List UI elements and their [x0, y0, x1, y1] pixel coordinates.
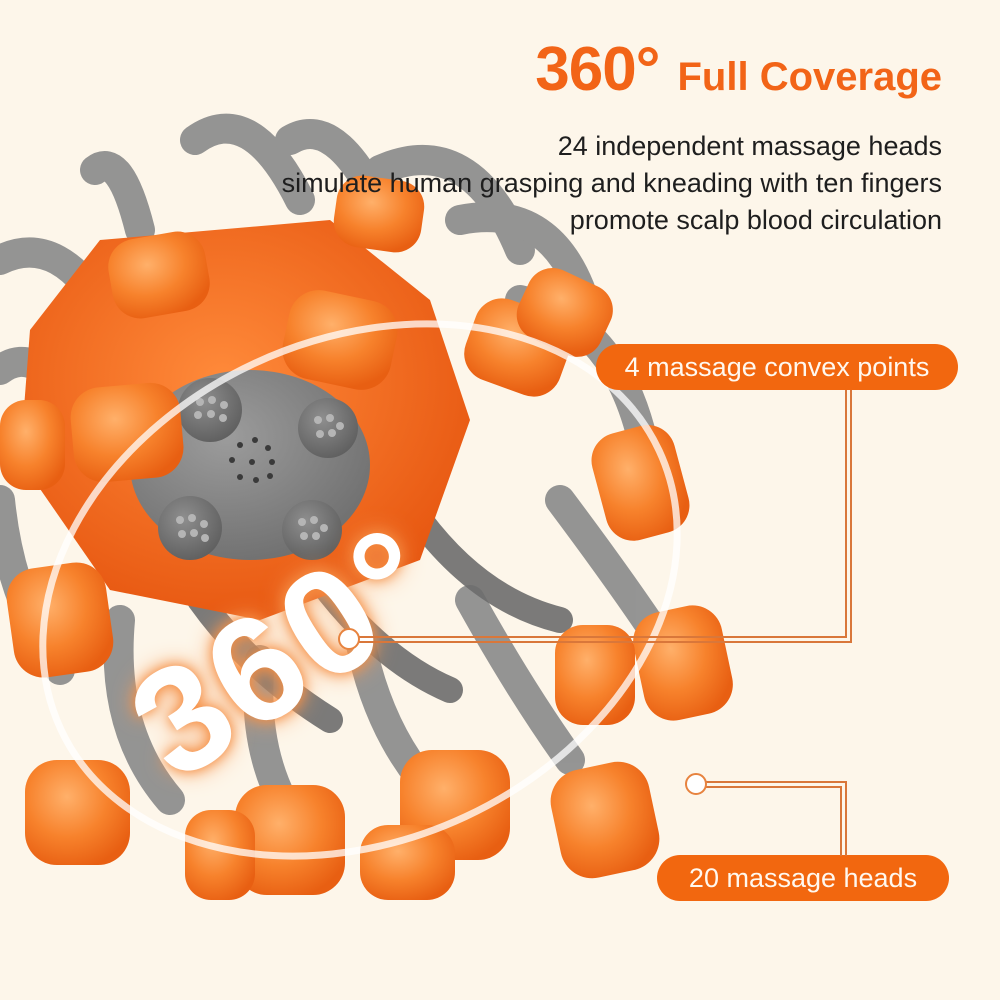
connector-line [845, 390, 847, 638]
description-line: promote scalp blood circulation [569, 205, 942, 235]
connector-line [699, 786, 841, 788]
description-line: 24 independent massage heads [557, 131, 942, 161]
connector-line [699, 781, 846, 783]
page-title: 360° Full Coverage [535, 34, 942, 105]
callout-anchor-dot [338, 628, 360, 650]
callout-convex-points: 4 massage convex points [596, 344, 958, 390]
connector-line [352, 641, 852, 643]
callout-massage-heads: 20 massage heads [657, 855, 949, 901]
callout-anchor-dot [685, 773, 707, 795]
scalp-massager-illustration [0, 113, 733, 900]
connector-line [845, 781, 847, 856]
headline-degrees: 360° [535, 35, 660, 104]
headline-label: Full Coverage [677, 55, 942, 99]
connector-line [850, 390, 852, 643]
description-line: simulate human grasping and kneading wit… [281, 168, 942, 198]
feature-description: 24 independent massage heads simulate hu… [282, 128, 942, 239]
connector-line [840, 786, 842, 856]
connector-line [352, 636, 847, 638]
